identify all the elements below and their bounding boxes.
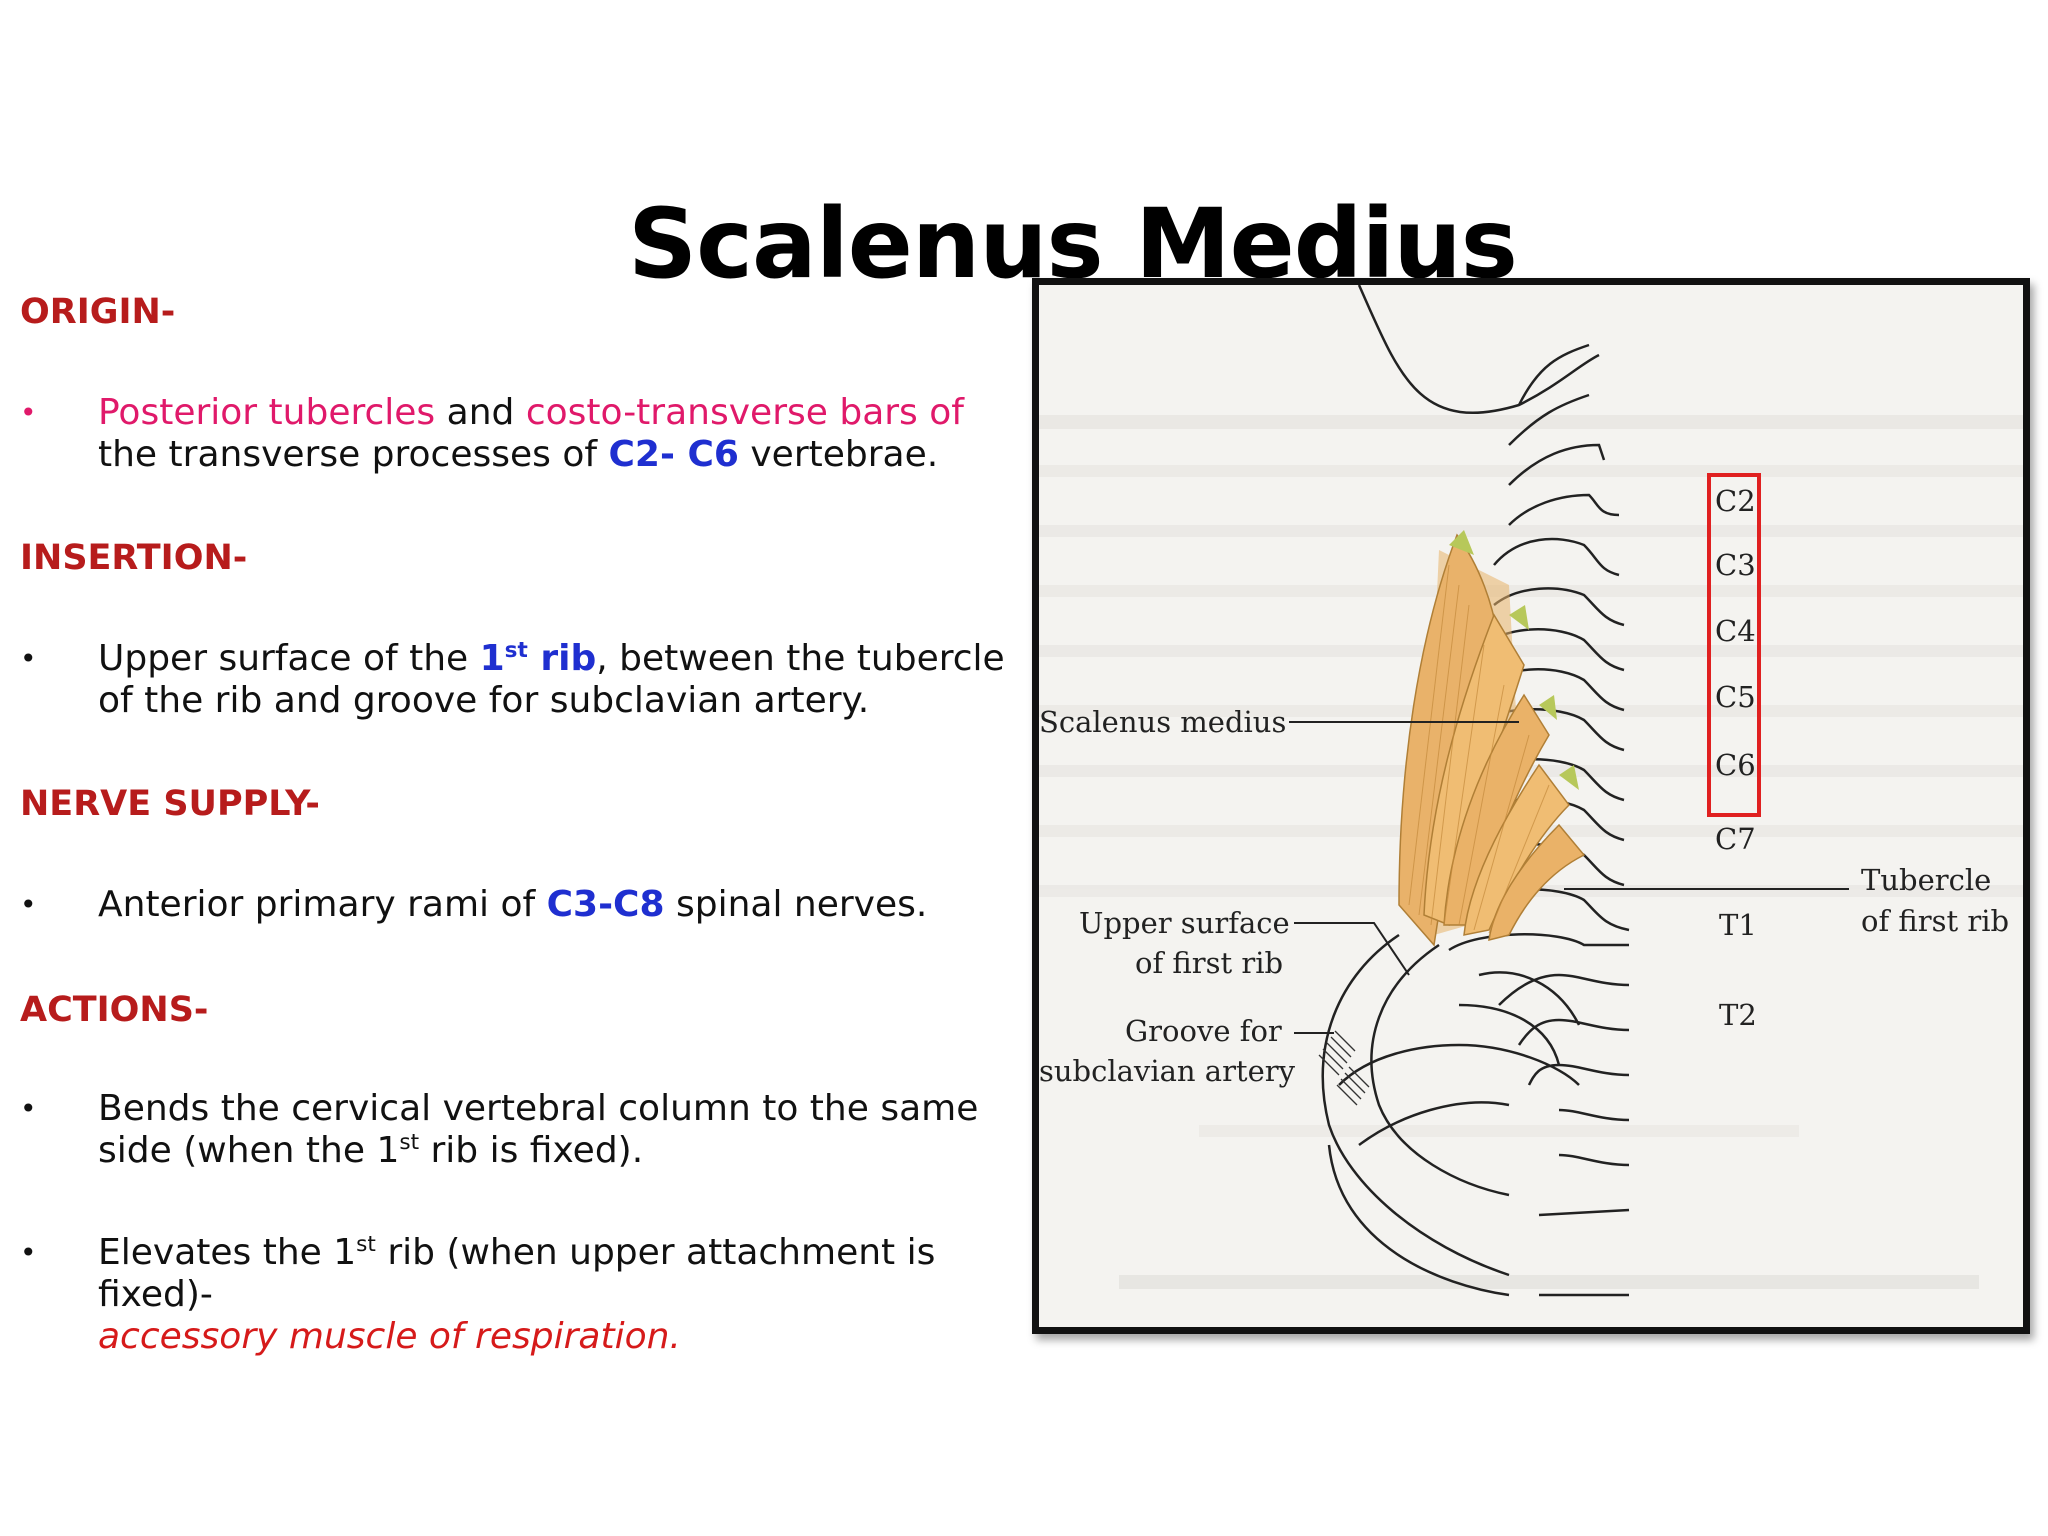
- label-c6: C6: [1715, 748, 1756, 782]
- origin-part-vertebrae: vertebrae.: [738, 434, 939, 475]
- leader-lines: [1289, 721, 1849, 1034]
- nerve-supply-heading: NERVE SUPPLY-: [20, 784, 320, 824]
- origin-heading: ORIGIN-: [20, 292, 176, 332]
- origin-part-and: and: [435, 392, 526, 433]
- label-c4: C4: [1715, 614, 1756, 648]
- insertion-part-rib-number: 1: [479, 638, 505, 679]
- insertion-part-ordinal: st: [504, 638, 528, 663]
- actions-heading: ACTIONS-: [20, 990, 209, 1030]
- origin-part-costo-transverse: costo-transverse bars of: [525, 392, 964, 433]
- label-tubercle-2: of first rib: [1861, 904, 2009, 938]
- nerve-supply-text: Anterior primary rami of C3-C8 spinal ne…: [98, 884, 1010, 926]
- label-c2: C2: [1715, 484, 1756, 518]
- insertion-part-rib: rib: [527, 638, 597, 679]
- actions1-part-ordinal: st: [399, 1130, 420, 1155]
- anatomy-illustration: C2 C3 C4 C5 C6 C7 T1 T2 Scalenus medius …: [1039, 285, 2023, 1297]
- slide-title: Scalenus Medius: [628, 188, 1518, 300]
- nerve-supply-bullet: • Anterior primary rami of C3-C8 spinal …: [20, 884, 1010, 926]
- label-upper-surface-1: Upper surface: [1079, 906, 1290, 940]
- nerve-part-range: C3-C8: [546, 884, 665, 925]
- bullet-dot: •: [20, 1092, 37, 1125]
- bullet-dot: •: [20, 888, 37, 921]
- bullet-dot: •: [20, 396, 37, 429]
- origin-bullet: • Posterior tubercles and costo-transver…: [20, 392, 1010, 476]
- insertion-heading: INSERTION-: [20, 538, 248, 578]
- bullet-dot: •: [20, 642, 37, 675]
- actions2-part-b: rib (when upper attachment is fixed)-: [98, 1232, 936, 1315]
- origin-part-vertebrae-range: C2- C6: [608, 434, 739, 475]
- label-groove-2: subclavian artery: [1039, 1054, 1296, 1088]
- insertion-bullet: • Upper surface of the 1st rib, between …: [20, 638, 1010, 722]
- nerve-part-rami: Anterior primary rami of: [98, 884, 547, 925]
- label-groove-1: Groove for: [1125, 1014, 1282, 1048]
- ribs: [1321, 933, 1581, 1297]
- subclavian-groove: [1318, 1030, 1370, 1106]
- nerve-part-spinal: spinal nerves.: [664, 884, 928, 925]
- insertion-part-upper-surface: Upper surface of the: [98, 638, 480, 679]
- background-bleed-text: [1039, 415, 2023, 1289]
- insertion-part-rest: , between the tubercle of the rib and gr…: [98, 638, 1005, 721]
- label-upper-surface-2: of first rib: [1135, 946, 1283, 980]
- vertebra-labels: C2 C3 C4 C5 C6 C7 T1 T2: [1715, 484, 1757, 1032]
- bullet-dot: •: [20, 1236, 37, 1269]
- label-t2: T2: [1719, 998, 1757, 1032]
- actions-bullet-1: • Bends the cervical vertebral column to…: [20, 1088, 1010, 1172]
- actions1-part-b: rib is fixed).: [419, 1130, 644, 1171]
- anatomy-figure: C2 C3 C4 C5 C6 C7 T1 T2 Scalenus medius …: [1032, 278, 2030, 1334]
- label-c5: C5: [1715, 680, 1756, 714]
- label-c7: C7: [1715, 822, 1756, 856]
- label-t1: T1: [1719, 908, 1757, 942]
- actions-bullet-2: • Elevates the 1st rib (when upper attac…: [20, 1232, 1010, 1358]
- actions-text-2: Elevates the 1st rib (when upper attachm…: [98, 1232, 1010, 1358]
- label-tubercle-1: Tubercle: [1861, 863, 1991, 897]
- c2-c6-highlight-box: [1707, 473, 1761, 817]
- actions2-part-ordinal: st: [356, 1232, 376, 1257]
- actions2-part-respiration: accessory muscle of respiration.: [98, 1316, 681, 1357]
- actions2-part-a: Elevates the 1: [98, 1232, 357, 1273]
- origin-part-transverse: the transverse processes of: [98, 434, 609, 475]
- scalenus-medius-muscle: [1398, 530, 1586, 947]
- origin-part-posterior-tubercles: Posterior tubercles: [98, 392, 436, 433]
- label-scalenus-medius: Scalenus medius: [1039, 705, 1286, 739]
- actions1-part-a: Bends the cervical vertebral column to t…: [98, 1088, 979, 1171]
- actions-text-1: Bends the cervical vertebral column to t…: [98, 1088, 1010, 1172]
- origin-text: Posterior tubercles and costo-transverse…: [98, 392, 1010, 476]
- skull-base-line: [1357, 285, 1600, 415]
- insertion-text: Upper surface of the 1st rib, between th…: [98, 638, 1010, 722]
- label-c3: C3: [1715, 548, 1756, 582]
